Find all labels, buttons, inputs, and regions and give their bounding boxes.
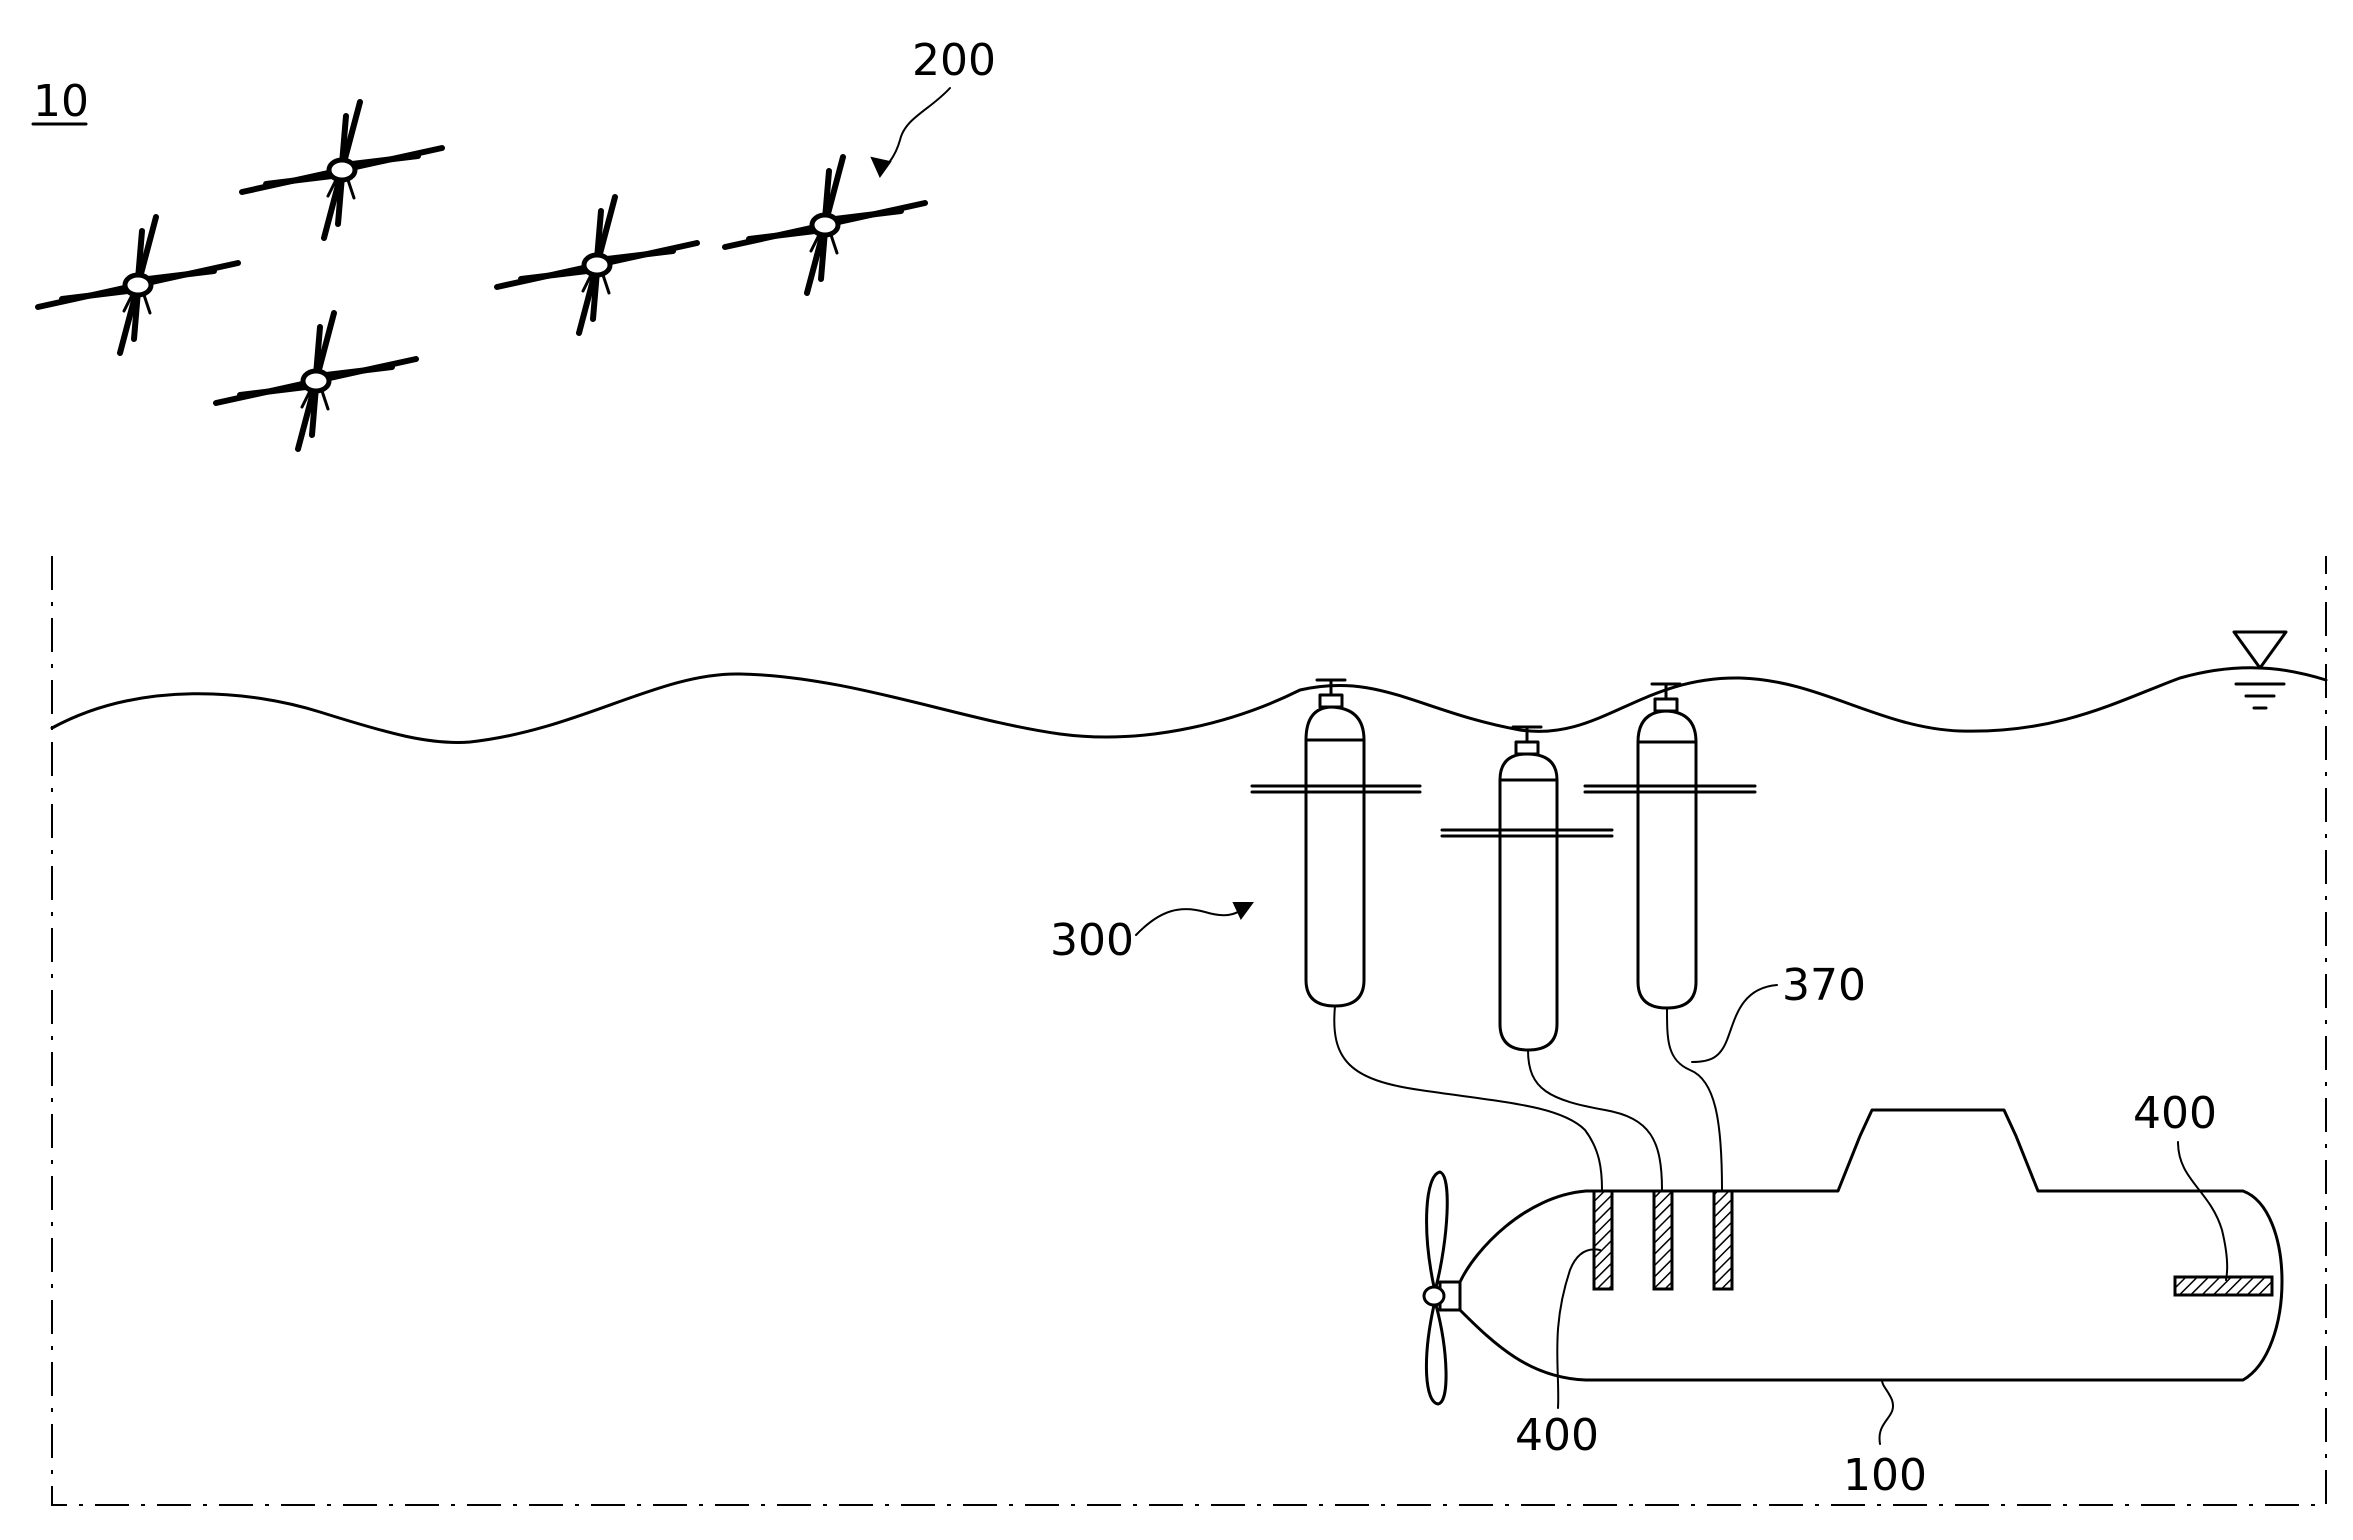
cable-leader-line [1692,985,1777,1062]
drone-5 [725,157,925,293]
drone-3 [216,313,416,449]
submarine-hull [1460,1110,2282,1380]
submarine-reference-label: 100 [1843,1450,1927,1501]
buoy-leader-line [1136,908,1245,935]
cable-1 [1334,1006,1602,1190]
drone-leader-line [880,88,950,172]
drone-4 [497,197,697,333]
buoy-3 [1585,684,1755,1008]
propeller-blade-top [1427,1172,1448,1287]
drone-1 [38,217,238,353]
system-label: 10 [33,76,89,127]
drone-2 [242,102,442,238]
connector-3 [1714,1191,1732,1289]
buoy-2 [1442,727,1612,1050]
connector-1 [1594,1191,1612,1289]
propeller-blade-bottom [1426,1305,1446,1404]
water-surface [52,668,2326,743]
buoy-1 [1252,680,1420,1006]
propeller-hub [1424,1287,1444,1305]
connector-2 [1654,1191,1672,1289]
connector-4 [2175,1277,2272,1295]
submarine-leader-line [1880,1380,1894,1444]
drone-reference-label: 200 [912,35,996,86]
drone-group [38,102,925,449]
submarine [1424,1110,2282,1404]
buoy-reference-label: 300 [1050,915,1134,966]
cable-2 [1528,1050,1662,1190]
cable-reference-label: 370 [1782,960,1866,1011]
drone-leader-arrow [872,158,890,176]
connector-reference-label-bottom: 400 [1515,1410,1599,1461]
cable-3 [1667,1008,1722,1190]
buoy-leader-arrow [1234,903,1252,918]
connector-reference-label-right: 400 [2133,1088,2217,1139]
